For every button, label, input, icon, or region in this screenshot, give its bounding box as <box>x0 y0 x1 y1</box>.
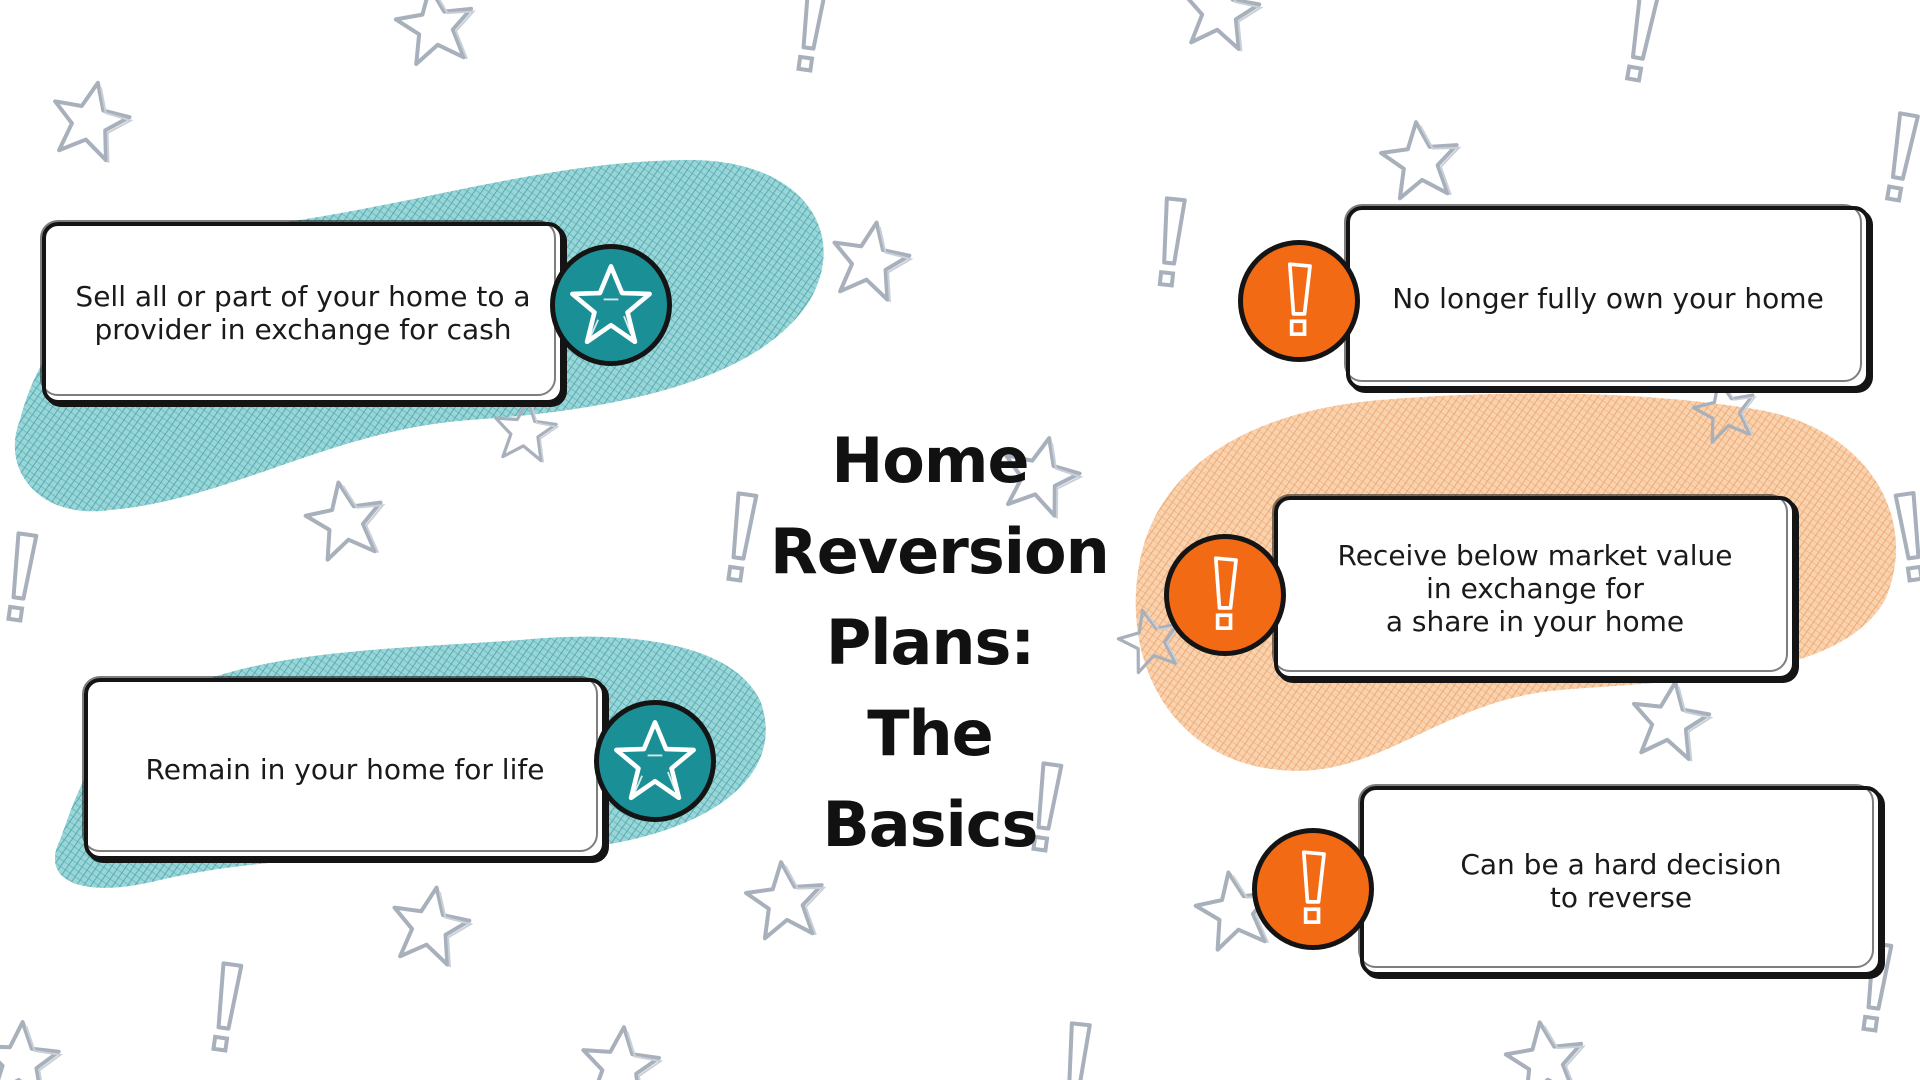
star-icon <box>614 720 696 801</box>
pro-card-sell: Sell all or part of your home to a provi… <box>40 220 564 404</box>
con-card-ownership-text: No longer fully own your home <box>1392 281 1824 315</box>
pro-card-remain: Remain in your home for life <box>82 676 606 860</box>
star-icon <box>570 264 652 345</box>
con-card-market-value-text: Receive below market value in exchange f… <box>1337 538 1733 638</box>
con-card-ownership: No longer fully own your home <box>1344 204 1870 390</box>
con-card-hard-decision: Can be a hard decision to reverse <box>1358 784 1882 976</box>
con-badge-market-value <box>1164 534 1286 656</box>
title-line-2: Reversion <box>770 515 1110 588</box>
title-line-4: The Basics <box>822 697 1039 861</box>
con-badge-hard-decision <box>1252 828 1374 950</box>
title-line-3: Plans: <box>825 606 1035 679</box>
exclamation-icon <box>1301 850 1326 924</box>
pro-card-remain-text: Remain in your home for life <box>145 752 545 786</box>
exclamation-icon <box>1213 556 1238 630</box>
con-card-hard-decision-text: Can be a hard decision to reverse <box>1460 848 1782 914</box>
title-line-1: Home <box>831 424 1029 497</box>
exclamation-icon <box>1287 262 1312 336</box>
page-title: Home Reversion Plans: The Basics <box>770 415 1110 870</box>
pro-badge-sell <box>550 244 672 366</box>
pro-badge-remain <box>594 700 716 822</box>
con-card-market-value: Receive below market value in exchange f… <box>1272 494 1796 680</box>
pro-card-sell-text: Sell all or part of your home to a provi… <box>75 280 531 346</box>
con-badge-ownership <box>1238 240 1360 362</box>
